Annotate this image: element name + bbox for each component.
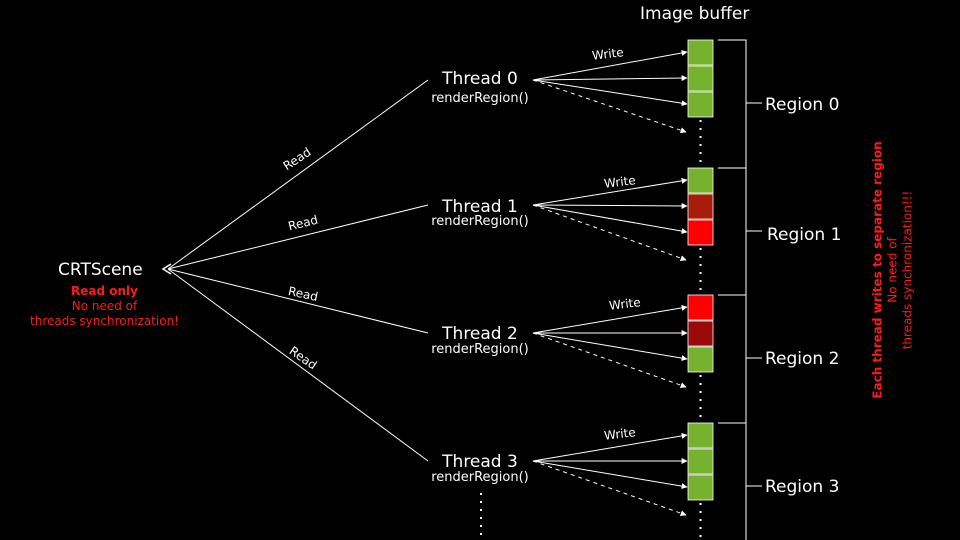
scene-note-line: No need of	[71, 299, 138, 313]
buffer-cell	[687, 65, 714, 92]
thread-label: Thread 3	[442, 452, 518, 472]
thread-func: renderRegion()	[431, 91, 529, 106]
buffer-cell	[687, 39, 714, 66]
read-edge	[167, 79, 429, 270]
write-arrow	[532, 202, 688, 209]
thread-label: Thread 0	[442, 69, 518, 89]
region-bracket	[718, 294, 747, 423]
thread-func: renderRegion()	[431, 214, 529, 229]
buffer-cell	[687, 320, 714, 347]
region-label: Region 1	[767, 225, 842, 245]
buffer-cell	[687, 346, 714, 373]
read-arrow-tail	[161, 263, 172, 275]
read-edge	[167, 268, 429, 462]
thread-label: Thread 2	[442, 324, 518, 344]
read-edge	[167, 268, 429, 334]
write-arrow-dashed	[532, 332, 687, 389]
region-label: Region 2	[765, 349, 840, 369]
write-arrow	[532, 79, 688, 107]
side-note-text: Each thread writes to separate region No…	[871, 141, 916, 398]
image-buffer-title: Image buffer	[640, 4, 750, 24]
write-arrow	[532, 432, 688, 462]
region-label: Region 3	[765, 477, 840, 497]
region-bracket	[718, 422, 747, 540]
write-arrow-dashed	[532, 79, 687, 134]
buffer-cell	[687, 193, 714, 220]
read-edge	[167, 204, 429, 270]
thread-func: renderRegion()	[431, 470, 529, 485]
thread-func: renderRegion()	[431, 342, 529, 357]
write-arrow-dashed	[532, 204, 687, 261]
buffer-cell	[687, 294, 714, 321]
buffer-cell	[687, 474, 714, 501]
scene-label: CRTScene	[58, 260, 143, 280]
region-label: Region 0	[765, 95, 840, 115]
write-arrow	[532, 460, 688, 490]
buffer-cell	[687, 219, 714, 246]
side-note-line: threads synchronization!!!	[900, 190, 915, 350]
thread-label: Thread 1	[442, 197, 518, 217]
write-arrow	[532, 332, 688, 362]
region-bracket	[718, 39, 747, 168]
write-arrow	[532, 50, 688, 81]
buffer-cell	[687, 167, 714, 194]
write-arrow	[532, 204, 688, 235]
side-note-line: No need of	[885, 237, 900, 303]
scene-note-line: threads synchronization!	[30, 314, 179, 328]
write-arrow	[532, 75, 688, 82]
side-note-bold: Each thread writes to separate region	[870, 141, 885, 399]
write-arrow	[532, 304, 688, 334]
scene-note-bold: Read only	[71, 284, 138, 298]
scene-note: Read only No need of threads synchroniza…	[22, 284, 187, 329]
region-bracket	[718, 167, 747, 296]
write-arrow-dashed	[532, 460, 687, 517]
buffer-cell	[687, 91, 714, 118]
buffer-cell	[687, 448, 714, 475]
write-arrow	[532, 177, 688, 206]
buffer-cell	[687, 422, 714, 449]
